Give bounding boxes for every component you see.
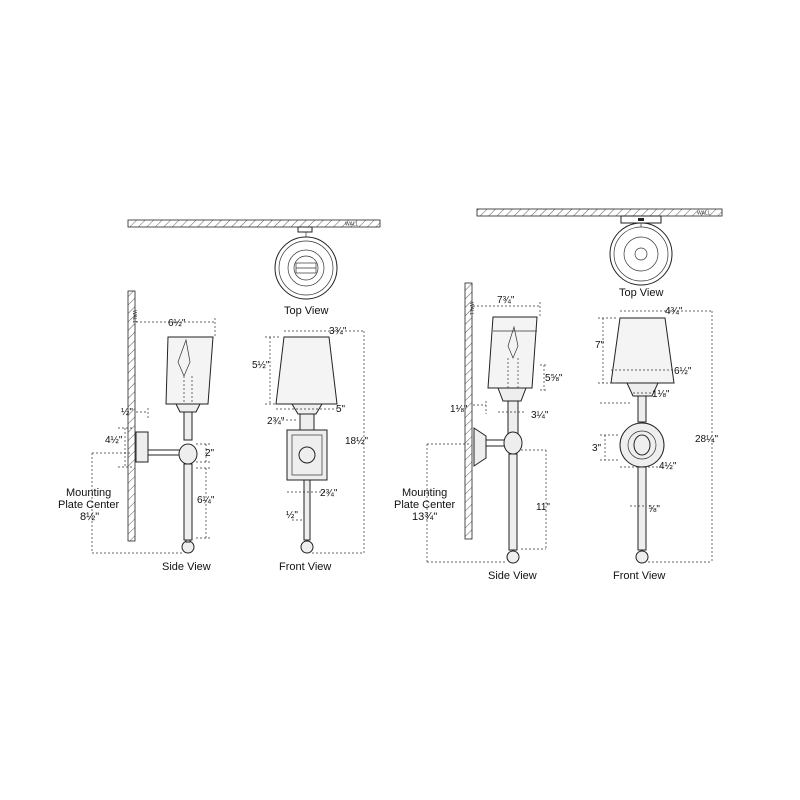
small-front-view-fixture bbox=[275, 336, 338, 554]
large-side-view-dimensions: 7¾" 5⅝" 1⅛" 3¼" 11" Mounting Plate Cente… bbox=[394, 295, 563, 582]
small-side-view-dimensions: 6½" ½" 4½" 2" 6¼" Mounting Plate Center … bbox=[58, 318, 216, 573]
large-dim-cup: 1⅛" bbox=[652, 389, 670, 400]
small-dim-shade-width-side: 6½" bbox=[168, 318, 186, 329]
large-top-view: Top View bbox=[609, 215, 673, 299]
large-mounting-value: 13¾" bbox=[412, 511, 437, 523]
small-dim-cup-width: 2¾" bbox=[267, 416, 285, 427]
large-front-view-label: Front View bbox=[613, 570, 665, 582]
large-mounting-label-1: Mounting bbox=[402, 487, 447, 499]
large-mounting-label-2: Plate Center bbox=[394, 499, 455, 511]
large-dim-shade-height-side: 5⅝" bbox=[545, 373, 563, 384]
small-dim-bottom-width: 5" bbox=[336, 404, 346, 415]
small-dim-stem: ½" bbox=[286, 510, 298, 521]
large-top-view-label: Top View bbox=[619, 287, 663, 299]
large-dim-shade-width-side: 7¾" bbox=[497, 295, 515, 306]
small-dim-2: 2" bbox=[205, 448, 215, 459]
small-front-view-label: Front View bbox=[279, 561, 331, 573]
small-mounting-label-2: Plate Center bbox=[58, 499, 119, 511]
small-top-wall: WALL bbox=[127, 219, 381, 228]
small-dim-top-width: 3¾" bbox=[329, 326, 347, 337]
large-dim-cup-side: 3¼" bbox=[531, 409, 549, 421]
small-dim-shade-height: 5½" bbox=[252, 360, 270, 371]
small-side-view-label: Side View bbox=[162, 561, 211, 573]
large-top-wall: WALL bbox=[476, 208, 723, 217]
small-mounting-label-1: Mounting bbox=[66, 487, 111, 499]
large-dim-overall-height: 28¼" bbox=[695, 433, 718, 445]
small-dim-plate-height: 4½" bbox=[105, 435, 123, 446]
large-dim-arm-offset: 1⅛" bbox=[450, 404, 468, 415]
large-side-wall-tag: WALL bbox=[468, 302, 474, 316]
small-side-view-fixture bbox=[135, 336, 214, 554]
small-side-wall: WALL bbox=[127, 290, 137, 542]
small-dim-lower-arm: 6¼" bbox=[197, 494, 215, 506]
large-dim-plate-height: 3" bbox=[592, 443, 602, 454]
small-sconce-drawing: WALL Top View WALL bbox=[58, 219, 381, 573]
large-dim-stem: ⅝" bbox=[648, 504, 660, 515]
large-side-view-label: Side View bbox=[488, 570, 537, 582]
small-dim-half: ½" bbox=[121, 407, 133, 418]
small-dim-plate-width: 2¾" bbox=[320, 488, 338, 499]
large-side-wall: WALL bbox=[464, 282, 474, 540]
small-top-view: Top View bbox=[274, 226, 338, 317]
large-front-view-dimensions: 4¾" 7" 6½" 1⅛" 3" 4½" ⅝" 28¼" Front View bbox=[592, 306, 718, 582]
large-dim-top-width: 4¾" bbox=[665, 306, 683, 317]
small-front-view-dimensions: 3¾" 5½" 5" 2¾" 18½" 2¾" ½" Front View bbox=[252, 326, 368, 573]
large-sconce-drawing: WALL Top View WALL bbox=[394, 208, 723, 582]
large-front-view-fixture bbox=[610, 317, 675, 564]
small-top-wall-tag: WALL bbox=[345, 222, 359, 228]
large-dim-bottom-width: 6½" bbox=[674, 366, 692, 377]
large-dim-plate-width: 4½" bbox=[659, 461, 677, 472]
small-side-wall-tag: WALL bbox=[131, 310, 137, 324]
large-dim-shade-height: 7" bbox=[595, 340, 605, 351]
large-side-view-fixture bbox=[473, 316, 538, 564]
large-dim-lower-arm: 11" bbox=[536, 502, 550, 513]
small-top-view-label: Top View bbox=[284, 305, 328, 317]
large-top-wall-tag: WALL bbox=[697, 211, 711, 217]
small-mounting-value: 8½" bbox=[80, 511, 99, 523]
small-dim-overall-height: 18½" bbox=[345, 436, 368, 447]
